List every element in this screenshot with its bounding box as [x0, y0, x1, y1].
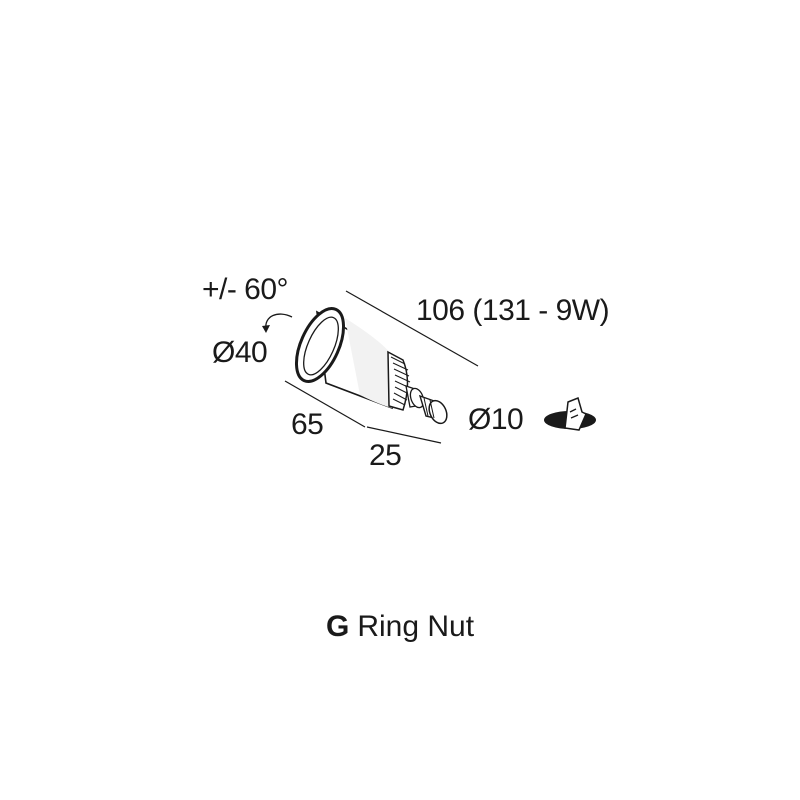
caption-text: Ring Nut [357, 610, 475, 643]
rotation-arrowhead [262, 325, 270, 333]
body-length-label: 65 [291, 408, 324, 441]
spotlight-body [294, 307, 448, 425]
dimension-line-tail [366, 426, 442, 444]
hole-diameter-label: Ø10 [468, 403, 524, 436]
recessed-installation-icon [544, 396, 596, 431]
length-label: 106 (131 - 9W) [416, 294, 610, 327]
tail-length-label: 25 [369, 439, 402, 472]
dimension-line-length [345, 290, 479, 367]
caption-letter: G [325, 610, 350, 643]
angle-label: +/- 60° [202, 273, 289, 306]
dimension-line-body [284, 380, 366, 428]
rotation-arrow-icon [265, 313, 293, 330]
body-diameter-label: Ø40 [212, 336, 268, 369]
